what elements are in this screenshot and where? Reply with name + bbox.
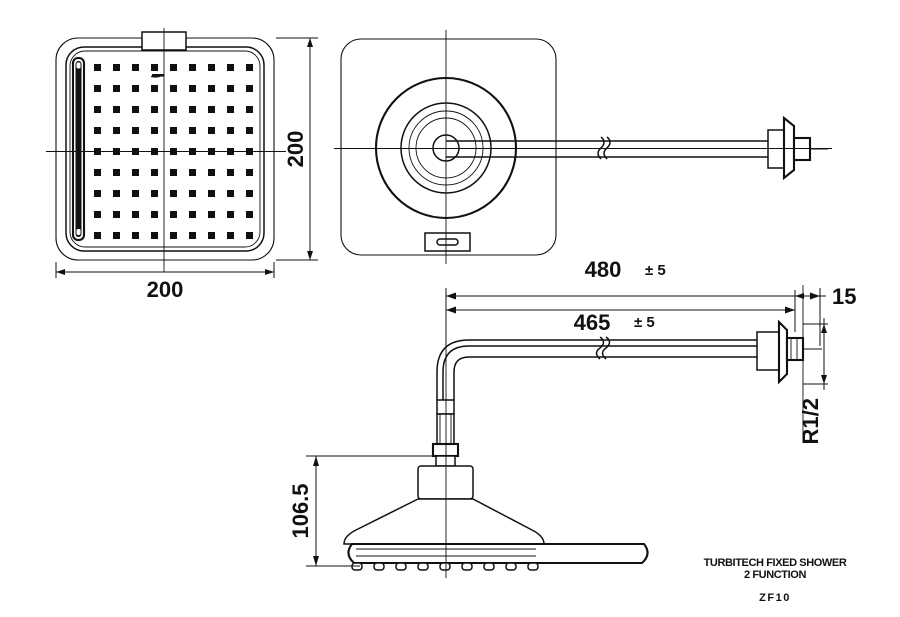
shower-arm-side-view <box>343 285 822 578</box>
arm-top-view <box>446 136 772 160</box>
dimension-arm-length-tolerance: ± 5 <box>634 314 655 331</box>
dimension-arm-overall-tolerance: ± 5 <box>645 262 666 279</box>
dimension-face-height-label: 200 <box>283 131 308 168</box>
shower-face-view <box>46 28 286 272</box>
dimension-flange-offset: 15 <box>789 284 856 309</box>
dimension-thread-label: R1/2 <box>798 398 823 444</box>
face-side-slot-top-cap <box>76 62 81 69</box>
shower-head-neck <box>417 465 474 500</box>
wall-flange-side-view <box>756 319 822 385</box>
dimension-flange-offset-label: 15 <box>832 284 856 309</box>
shower-head <box>343 465 649 571</box>
product-function-label: 2 FUNCTION <box>744 569 806 581</box>
wall-flange-top-view <box>767 115 828 181</box>
shower-head-rim <box>347 542 649 565</box>
arm-tube <box>436 336 772 400</box>
plate-bottom-tab-slot <box>436 238 459 246</box>
dimension-face-height: 200 <box>276 37 318 261</box>
dimension-arm-overall-label: 480 <box>585 257 622 282</box>
title-block: TURBITECH FIXED SHOWER 2 FUNCTION ZF10 <box>704 557 848 604</box>
dimension-face-width-label: 200 <box>147 277 184 302</box>
dimension-arm-length-label: 465 <box>574 310 611 335</box>
face-bezel-groove <box>69 50 261 248</box>
dimension-arm-length: 465 ± 5 <box>445 300 796 346</box>
arm-lower-stack <box>431 399 460 467</box>
brand-logo-mark <box>151 74 164 78</box>
wall-plate-front-view <box>334 30 832 264</box>
dimension-arm-overall: 480 ± 5 <box>445 257 821 346</box>
dimension-face-width: 200 <box>55 262 275 302</box>
shower-head-nozzles <box>351 562 539 571</box>
model-code-label: ZF10 <box>759 592 791 604</box>
face-side-slot-fill <box>75 61 82 237</box>
dimension-head-drop-label: 106.5 <box>288 483 313 538</box>
product-name-label: TURBITECH FIXED SHOWER <box>704 557 847 569</box>
dimension-thread: R1/2 <box>798 318 828 444</box>
face-side-slot-bottom-cap <box>76 229 81 235</box>
dimension-head-drop: 106.5 <box>288 455 448 567</box>
